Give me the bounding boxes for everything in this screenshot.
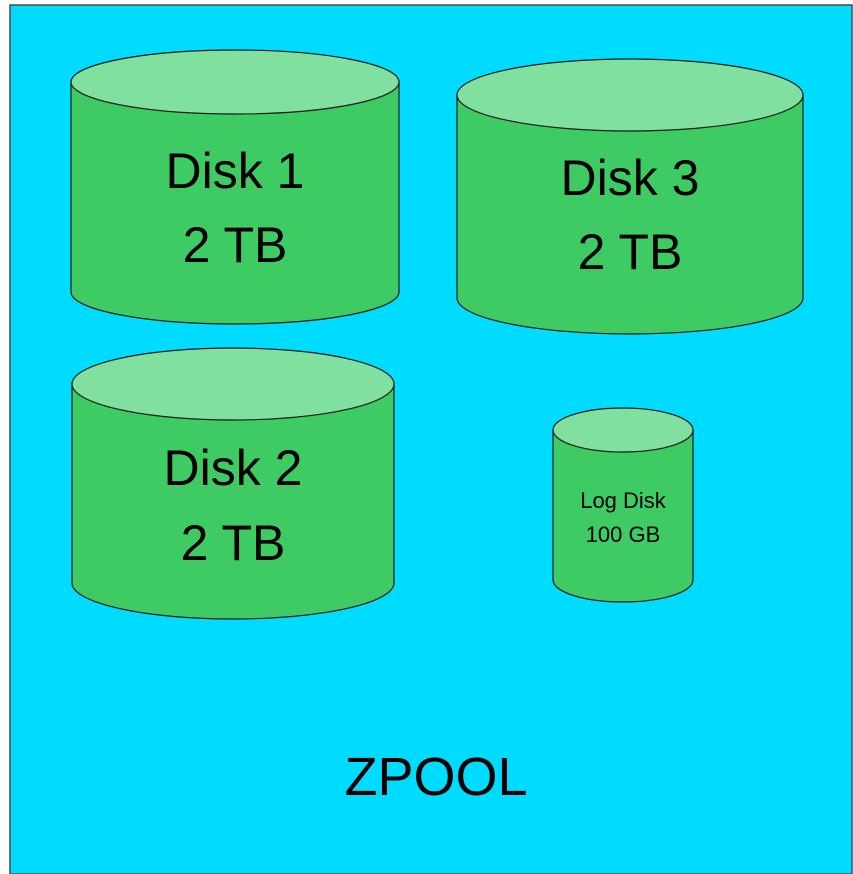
- disk-2-name: Disk 2: [164, 440, 303, 496]
- disk-3-size: 2 TB: [578, 224, 683, 280]
- log-disk-cylinder: Log Disk 100 GB: [552, 407, 694, 603]
- disk-3-cylinder: Disk 3 2 TB: [456, 58, 804, 335]
- log-disk-name: Log Disk: [580, 488, 667, 513]
- log-disk-size: 100 GB: [586, 522, 661, 547]
- disk-1-name: Disk 1: [166, 143, 305, 199]
- disk-1-cylinder: Disk 1 2 TB: [70, 49, 400, 325]
- disk-2-size: 2 TB: [181, 515, 286, 571]
- zpool-label: ZPOOL: [344, 747, 527, 807]
- disk-2-cylinder: Disk 2 2 TB: [71, 347, 395, 620]
- disk-3-name: Disk 3: [561, 150, 700, 206]
- disk-1-size: 2 TB: [183, 217, 288, 273]
